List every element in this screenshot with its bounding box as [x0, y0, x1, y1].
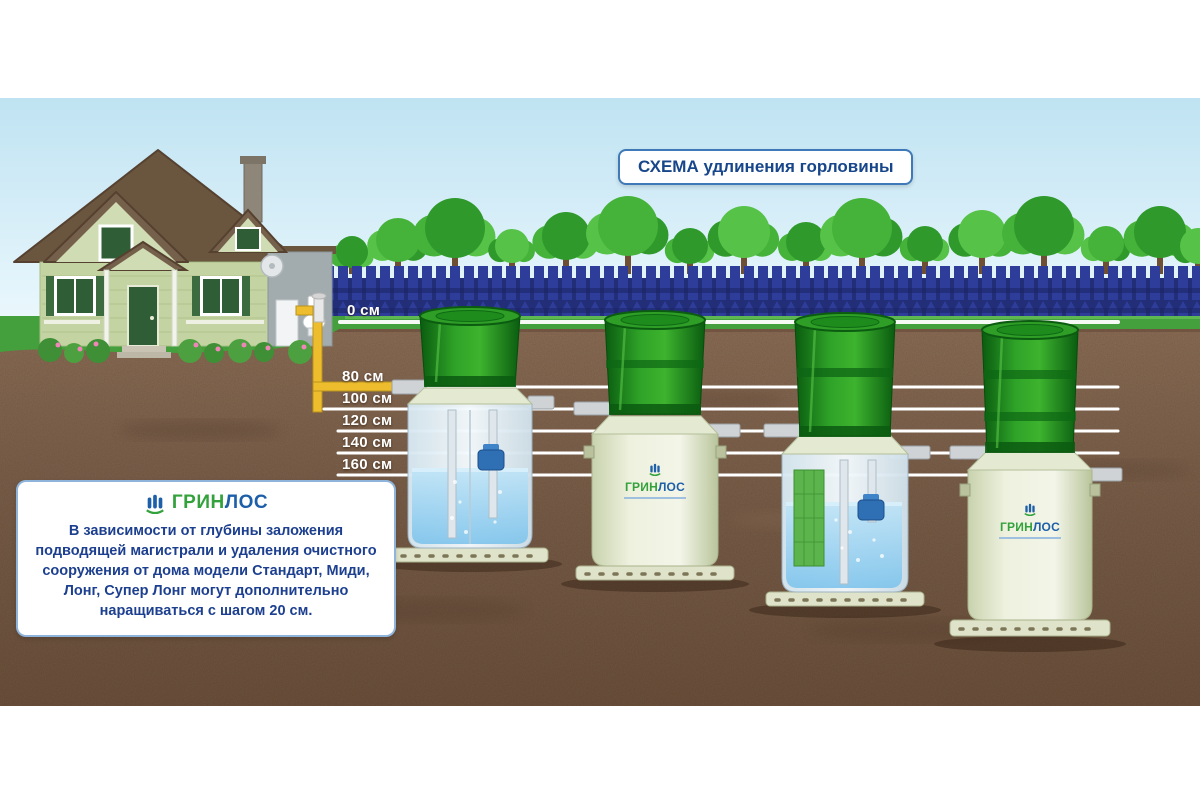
- vent-pipe: [313, 295, 325, 323]
- brand-blue-text: ЛОС: [224, 492, 269, 513]
- tank-1: [378, 306, 562, 572]
- house-illustration: [13, 149, 336, 364]
- depth-label-120: 120 см: [342, 412, 393, 429]
- brand-blue-text: ЛОС: [1032, 519, 1060, 534]
- title-bold: СХЕМА: [638, 157, 699, 176]
- tank-4: [934, 320, 1126, 652]
- supply-pipe: [295, 292, 412, 413]
- brand-blue-text: ЛОС: [657, 479, 685, 494]
- brand-green-text: ГРИН: [1000, 519, 1033, 534]
- depth-label-160: 160 см: [342, 456, 393, 473]
- brand-green-text: ГРИН: [171, 492, 225, 513]
- tank-2: [561, 310, 749, 592]
- brand-logo-icon: [146, 494, 164, 514]
- title-rest: удлинения горловины: [698, 157, 894, 176]
- tank-logo-tagline: [999, 536, 1061, 539]
- trees: [329, 196, 1200, 274]
- brand-mini-icon: [1024, 503, 1036, 517]
- tank-2-brand-logo: ГРИНЛОС: [624, 462, 686, 499]
- depth-label-100: 100 см: [342, 390, 393, 407]
- brand-logo: ГРИНЛОС: [30, 492, 382, 514]
- tank-logo-tagline: [624, 496, 686, 499]
- bushes: [38, 338, 312, 364]
- tank-3: [749, 312, 941, 618]
- depth-label-0: 0 см: [347, 302, 381, 319]
- brand-mini-icon: [649, 463, 661, 477]
- info-text: В зависимости от глубины заложения подво…: [35, 523, 377, 619]
- depth-label-80: 80 см: [342, 368, 384, 385]
- tank-4-brand-logo: ГРИНЛОС: [999, 502, 1061, 539]
- depth-label-140: 140 см: [342, 434, 393, 451]
- title-badge: СХЕМА удлинения горловины: [618, 149, 914, 185]
- brand-green-text: ГРИН: [625, 479, 658, 494]
- info-box: ГРИНЛОС В зависимости от глубины заложен…: [16, 480, 396, 637]
